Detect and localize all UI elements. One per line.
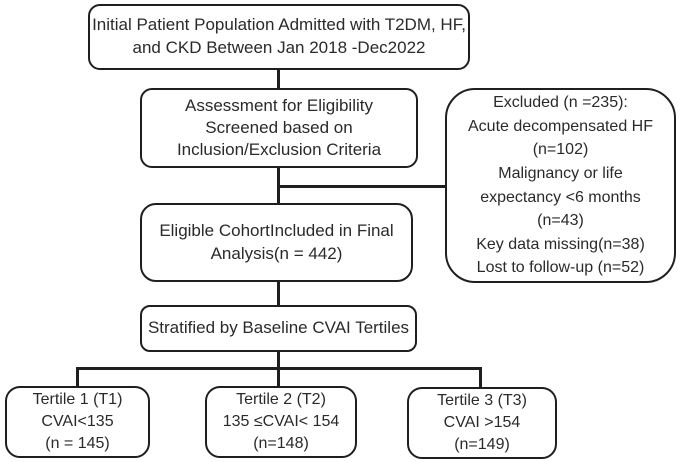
- eligible-cohort-box: Eligible CohortIncluded in Final Analysi…: [140, 203, 413, 282]
- eligibility-assessment-box: Assessment for Eligibility Screened base…: [140, 88, 418, 168]
- excluded-patients-box: Excluded (n =235): Acute decompensated H…: [445, 88, 676, 283]
- tertile-3-text: Tertile 3 (T3) CVAI >154 (n=149): [437, 391, 527, 454]
- eligible-cohort-text: Eligible CohortIncluded in Final Analysi…: [159, 220, 394, 263]
- connector-eligible-to-stratified: [277, 282, 280, 305]
- tertile-1-text: Tertile 1 (T1) CVAI<135 (n = 145): [32, 390, 123, 453]
- excluded-patients-text: Excluded (n =235): Acute decompensated H…: [468, 94, 653, 277]
- stratification-text: Stratified by Baseline CVAI Tertiles: [147, 318, 410, 338]
- initial-population-text: Initial Patient Population Admitted with…: [92, 15, 466, 57]
- connector-branch-to-tertile3: [479, 367, 482, 387]
- connector-branch-horizontal: [76, 367, 482, 370]
- tertile-3-box: Tertile 3 (T3) CVAI >154 (n=149): [407, 387, 557, 459]
- eligibility-assessment-text: Assessment for Eligibility Screened base…: [176, 95, 382, 160]
- tertile-2-text: Tertile 2 (T2) 135 ≤CVAI< 154 (n=148): [222, 390, 340, 453]
- tertile-1-box: Tertile 1 (T1) CVAI<135 (n = 145): [5, 386, 150, 458]
- tertile-2-box: Tertile 2 (T2) 135 ≤CVAI< 154 (n=148): [205, 386, 357, 458]
- connector-branch-to-tertile1: [76, 367, 79, 386]
- initial-population-box: Initial Patient Population Admitted with…: [88, 4, 470, 70]
- connector-initial-to-assessment: [277, 70, 280, 89]
- stratification-box: Stratified by Baseline CVAI Tertiles: [140, 305, 417, 352]
- connector-to-excluded: [277, 185, 446, 188]
